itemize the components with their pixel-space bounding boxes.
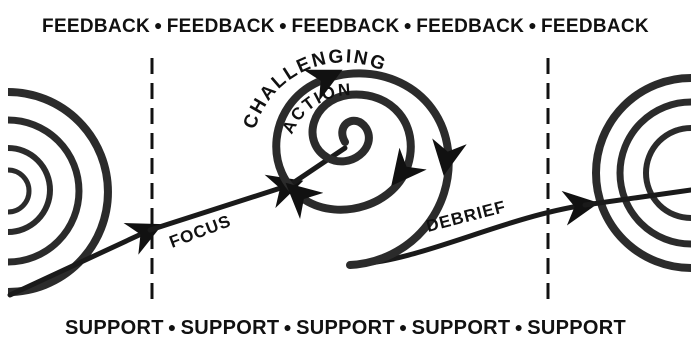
next-cycle-spiral bbox=[592, 74, 691, 272]
bullet-icon: ● bbox=[154, 17, 163, 33]
support-word: SUPPORT bbox=[180, 317, 280, 339]
feedback-word: FEEDBACK bbox=[540, 16, 649, 37]
bullet-icon: ● bbox=[403, 17, 413, 33]
feedback-word: FEEDBACK bbox=[416, 16, 525, 37]
bullet-icon: ● bbox=[278, 17, 288, 33]
bullet-icon: ● bbox=[528, 17, 537, 33]
feedback-band: FEEDBACK●FEEDBACK●FEEDBACK●FEEDBACK●FEED… bbox=[0, 16, 691, 38]
support-word: SUPPORT bbox=[296, 317, 395, 339]
journey-path bbox=[7, 145, 691, 298]
support-word: SUPPORT bbox=[65, 317, 164, 339]
central-spiral bbox=[272, 69, 467, 269]
support-word: SUPPORT bbox=[527, 317, 626, 339]
support-word: SUPPORT bbox=[411, 317, 511, 339]
focus-label: FOCUS bbox=[167, 211, 234, 251]
feedback-word: FEEDBACK bbox=[291, 16, 400, 37]
feedback-word: FEEDBACK bbox=[166, 16, 275, 37]
bullet-icon: ● bbox=[167, 319, 177, 335]
bullet-icon: ● bbox=[398, 319, 408, 335]
feedback-word: FEEDBACK bbox=[42, 16, 151, 37]
support-band: SUPPORT●SUPPORT●SUPPORT●SUPPORT●SUPPORT bbox=[0, 317, 691, 340]
bullet-icon: ● bbox=[514, 319, 524, 335]
previous-cycle-spiral bbox=[7, 88, 112, 296]
bullet-icon: ● bbox=[283, 319, 293, 335]
